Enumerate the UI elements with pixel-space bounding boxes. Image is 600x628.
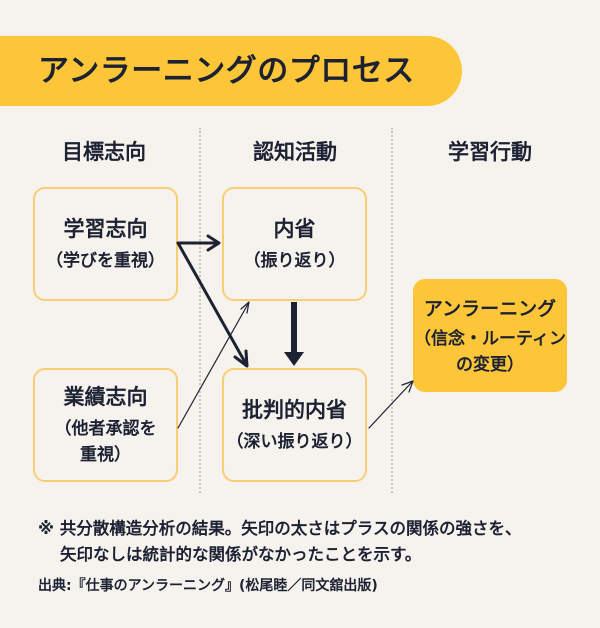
footnote-line: 矢印なしは統計的な関係がなかったことを示す。 (60, 545, 422, 564)
arrow-performance-to-reflection (177, 301, 250, 429)
title-banner: アンラーニングのプロセス (0, 36, 462, 106)
box-subtitle-line: の変更） (455, 354, 524, 375)
box-subtitle-line: 重視） (80, 445, 131, 465)
box-title: アンラーニング (423, 297, 557, 320)
column-header-goal-orientation: 目標志向 (62, 140, 146, 164)
arrow-critical-reflection-to-unlearning (368, 380, 414, 429)
arrow-learning-to-reflection (176, 234, 221, 252)
page-title: アンラーニングのプロセス (38, 53, 415, 89)
learning-goal-box: 学習志向 （学びを重視） (33, 187, 178, 301)
box-subtitle: （深い振り返り） (226, 432, 363, 452)
performance-goal-box: 業績志向 （他者承認を 重視） (33, 368, 178, 482)
box-subtitle: （振り返り） (243, 251, 346, 271)
column-header-learning-behavior: 学習行動 (448, 140, 532, 164)
box-title: 業績志向 (63, 385, 148, 409)
column-divider (199, 128, 201, 493)
box-title: 内省 (273, 217, 316, 241)
arrow-head-reflection-to-critical-reflection (284, 352, 304, 366)
footnote: ※ 共分散構造分析の結果。矢印の太さはプラスの関係の強さを、 矢印なしは統計的な… (38, 516, 588, 568)
box-subtitle: （信念・ルーティン の変更） (414, 326, 566, 378)
box-title: 批判的内省 (242, 398, 347, 422)
column-divider (391, 128, 393, 493)
footnote-line: ※ 共分散構造分析の結果。矢印の太さはプラスの関係の強さを、 (38, 519, 522, 538)
reflection-box: 内省 （振り返り） (222, 187, 367, 301)
box-subtitle-line: （信念・ルーティン (414, 328, 566, 349)
arrow-learning-to-critical-reflection (176, 241, 249, 368)
critical-reflection-box: 批判的内省 （深い振り返り） (222, 368, 367, 482)
box-subtitle-line: （他者承認を (54, 419, 157, 439)
column-header-cognitive-activity: 認知活動 (253, 140, 337, 164)
box-subtitle: （学びを重視） (46, 251, 165, 271)
box-title: 学習志向 (63, 217, 148, 241)
box-subtitle: （他者承認を 重視） (55, 416, 157, 468)
source-citation: 出典:『仕事のアンラーニング』(松尾睦／同文舘出版) (38, 578, 378, 594)
unlearning-box: アンラーニング （信念・ルーティン の変更） (413, 279, 567, 392)
